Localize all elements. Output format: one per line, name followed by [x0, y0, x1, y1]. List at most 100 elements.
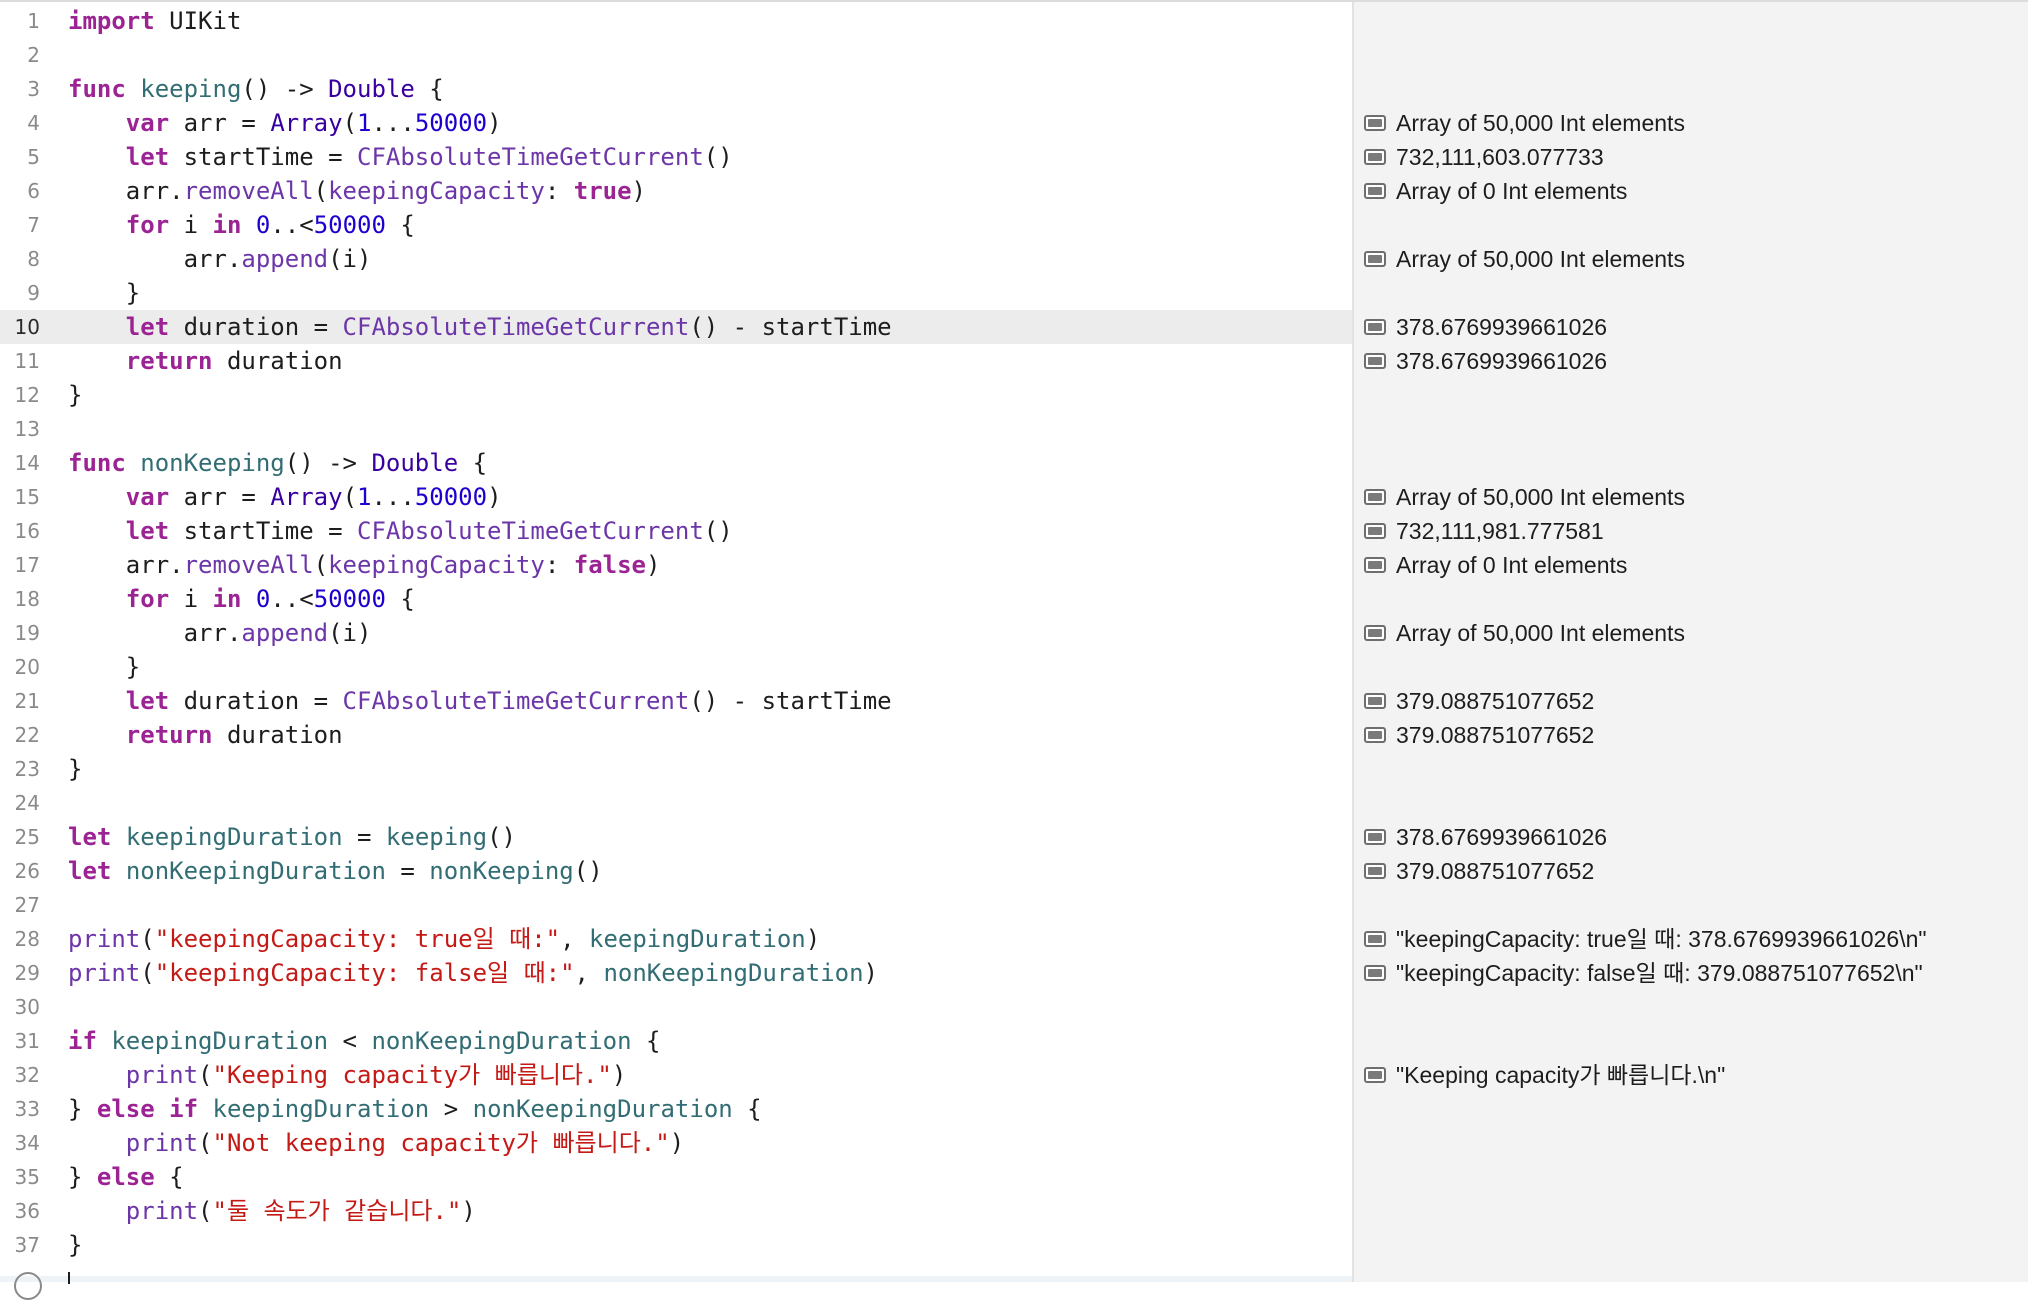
code-line[interactable]: 27 — [0, 888, 1352, 922]
code-token: () -> — [284, 449, 372, 477]
code-line[interactable]: 13 — [0, 412, 1352, 446]
code-text: } — [68, 650, 140, 684]
line-number: 15 — [14, 485, 40, 509]
code-text: } — [68, 752, 82, 786]
code-line[interactable]: 15 var arr = Array(1...50000) — [0, 480, 1352, 514]
code-line[interactable]: 5 let startTime = CFAbsoluteTimeGetCurre… — [0, 140, 1352, 174]
code-text: let duration = CFAbsoluteTimeGetCurrent(… — [68, 684, 892, 718]
quick-look-icon[interactable] — [1364, 829, 1386, 845]
code-line[interactable]: 12} — [0, 378, 1352, 412]
code-token — [68, 585, 126, 613]
quick-look-icon[interactable] — [1364, 965, 1386, 981]
line-number: 4 — [27, 111, 40, 135]
code-line[interactable]: 17 arr.removeAll(keepingCapacity: false) — [0, 548, 1352, 582]
code-line[interactable]: 22 return duration — [0, 718, 1352, 752]
quick-look-icon[interactable] — [1364, 863, 1386, 879]
code-token: 50000 — [414, 109, 488, 137]
code-line[interactable]: 18 for i in 0..<50000 { — [0, 582, 1352, 616]
code-line[interactable]: 24 — [0, 786, 1352, 820]
code-line[interactable]: 19 arr.append(i) — [0, 616, 1352, 650]
code-token: ) — [646, 551, 661, 579]
line-number: 16 — [14, 519, 40, 543]
top-divider — [0, 0, 2028, 2]
quick-look-icon[interactable] — [1364, 727, 1386, 743]
code-token: ) — [461, 1197, 476, 1225]
line-number: 22 — [14, 723, 40, 747]
quick-look-icon[interactable] — [1364, 489, 1386, 505]
quick-look-icon[interactable] — [1364, 693, 1386, 709]
code-line[interactable]: 35} else { — [0, 1160, 1352, 1194]
code-line[interactable]: 36 print("둘 속도가 같습니다.") — [0, 1194, 1352, 1228]
code-line[interactable]: 20 } — [0, 650, 1352, 684]
line-number: 14 — [14, 451, 40, 475]
code-token: let — [125, 143, 170, 171]
line-number: 7 — [27, 213, 40, 237]
code-line[interactable]: 11 return duration — [0, 344, 1352, 378]
quick-look-icon[interactable] — [1364, 149, 1386, 165]
code-text: print("keepingCapacity: false일 때:", nonK… — [68, 956, 878, 990]
run-button-icon[interactable] — [14, 1272, 42, 1300]
code-token: nonKeepingDuration — [472, 1095, 733, 1123]
code-token: ..< — [270, 585, 314, 613]
quick-look-icon[interactable] — [1364, 557, 1386, 573]
code-token — [68, 347, 126, 375]
code-token: ) — [487, 483, 502, 511]
line-number: 37 — [14, 1233, 40, 1257]
code-line[interactable]: 33} else if keepingDuration > nonKeeping… — [0, 1092, 1352, 1126]
line-number: 23 — [14, 757, 40, 781]
code-token: duration — [212, 347, 343, 375]
result-value: 732,111,603.077733 — [1396, 144, 1604, 170]
line-number: 6 — [27, 179, 40, 203]
code-token: i — [169, 211, 213, 239]
code-token: 50000 — [313, 585, 386, 613]
code-line[interactable]: 6 arr.removeAll(keepingCapacity: true) — [0, 174, 1352, 208]
code-line[interactable]: 8 arr.append(i) — [0, 242, 1352, 276]
code-line[interactable]: 7 for i in 0..<50000 { — [0, 208, 1352, 242]
quick-look-icon[interactable] — [1364, 1067, 1386, 1083]
code-token: else — [96, 1095, 155, 1123]
quick-look-icon[interactable] — [1364, 625, 1386, 641]
code-line[interactable]: 30 — [0, 990, 1352, 1024]
code-line[interactable]: 34 print("Not keeping capacity가 빠릅니다.") — [0, 1126, 1352, 1160]
quick-look-icon[interactable] — [1364, 115, 1386, 131]
line-number: 30 — [14, 995, 40, 1019]
code-line[interactable]: 16 let startTime = CFAbsoluteTimeGetCurr… — [0, 514, 1352, 548]
result-value: Array of 50,000 Int elements — [1396, 484, 1685, 510]
line-number: 13 — [14, 417, 40, 441]
quick-look-icon[interactable] — [1364, 353, 1386, 369]
code-line[interactable]: 32 print("Keeping capacity가 빠릅니다.") — [0, 1058, 1352, 1092]
code-line[interactable]: 9 } — [0, 276, 1352, 310]
code-line[interactable]: 4 var arr = Array(1...50000) — [0, 106, 1352, 140]
code-token: : — [544, 551, 574, 579]
code-line[interactable]: 21 let duration = CFAbsoluteTimeGetCurre… — [0, 684, 1352, 718]
code-token: func — [68, 449, 126, 477]
line-number: 25 — [14, 825, 40, 849]
quick-look-icon[interactable] — [1364, 319, 1386, 335]
code-token — [68, 1061, 126, 1089]
code-token: var — [125, 109, 170, 137]
code-text: arr.append(i) — [68, 242, 372, 276]
code-token — [111, 823, 125, 851]
code-line[interactable]: 2 — [0, 38, 1352, 72]
quick-look-icon[interactable] — [1364, 523, 1386, 539]
code-text: } — [68, 1228, 82, 1262]
code-text: let nonKeepingDuration = nonKeeping() — [68, 854, 603, 888]
quick-look-icon[interactable] — [1364, 183, 1386, 199]
code-text: for i in 0..<50000 { — [68, 582, 415, 616]
code-line[interactable]: 23} — [0, 752, 1352, 786]
code-line[interactable]: 10 let duration = CFAbsoluteTimeGetCurre… — [0, 310, 1352, 344]
quick-look-icon[interactable] — [1364, 931, 1386, 947]
quick-look-icon[interactable] — [1364, 251, 1386, 267]
code-token: else — [96, 1163, 155, 1191]
code-token: } — [68, 381, 83, 409]
code-line[interactable]: 37} — [0, 1228, 1352, 1262]
